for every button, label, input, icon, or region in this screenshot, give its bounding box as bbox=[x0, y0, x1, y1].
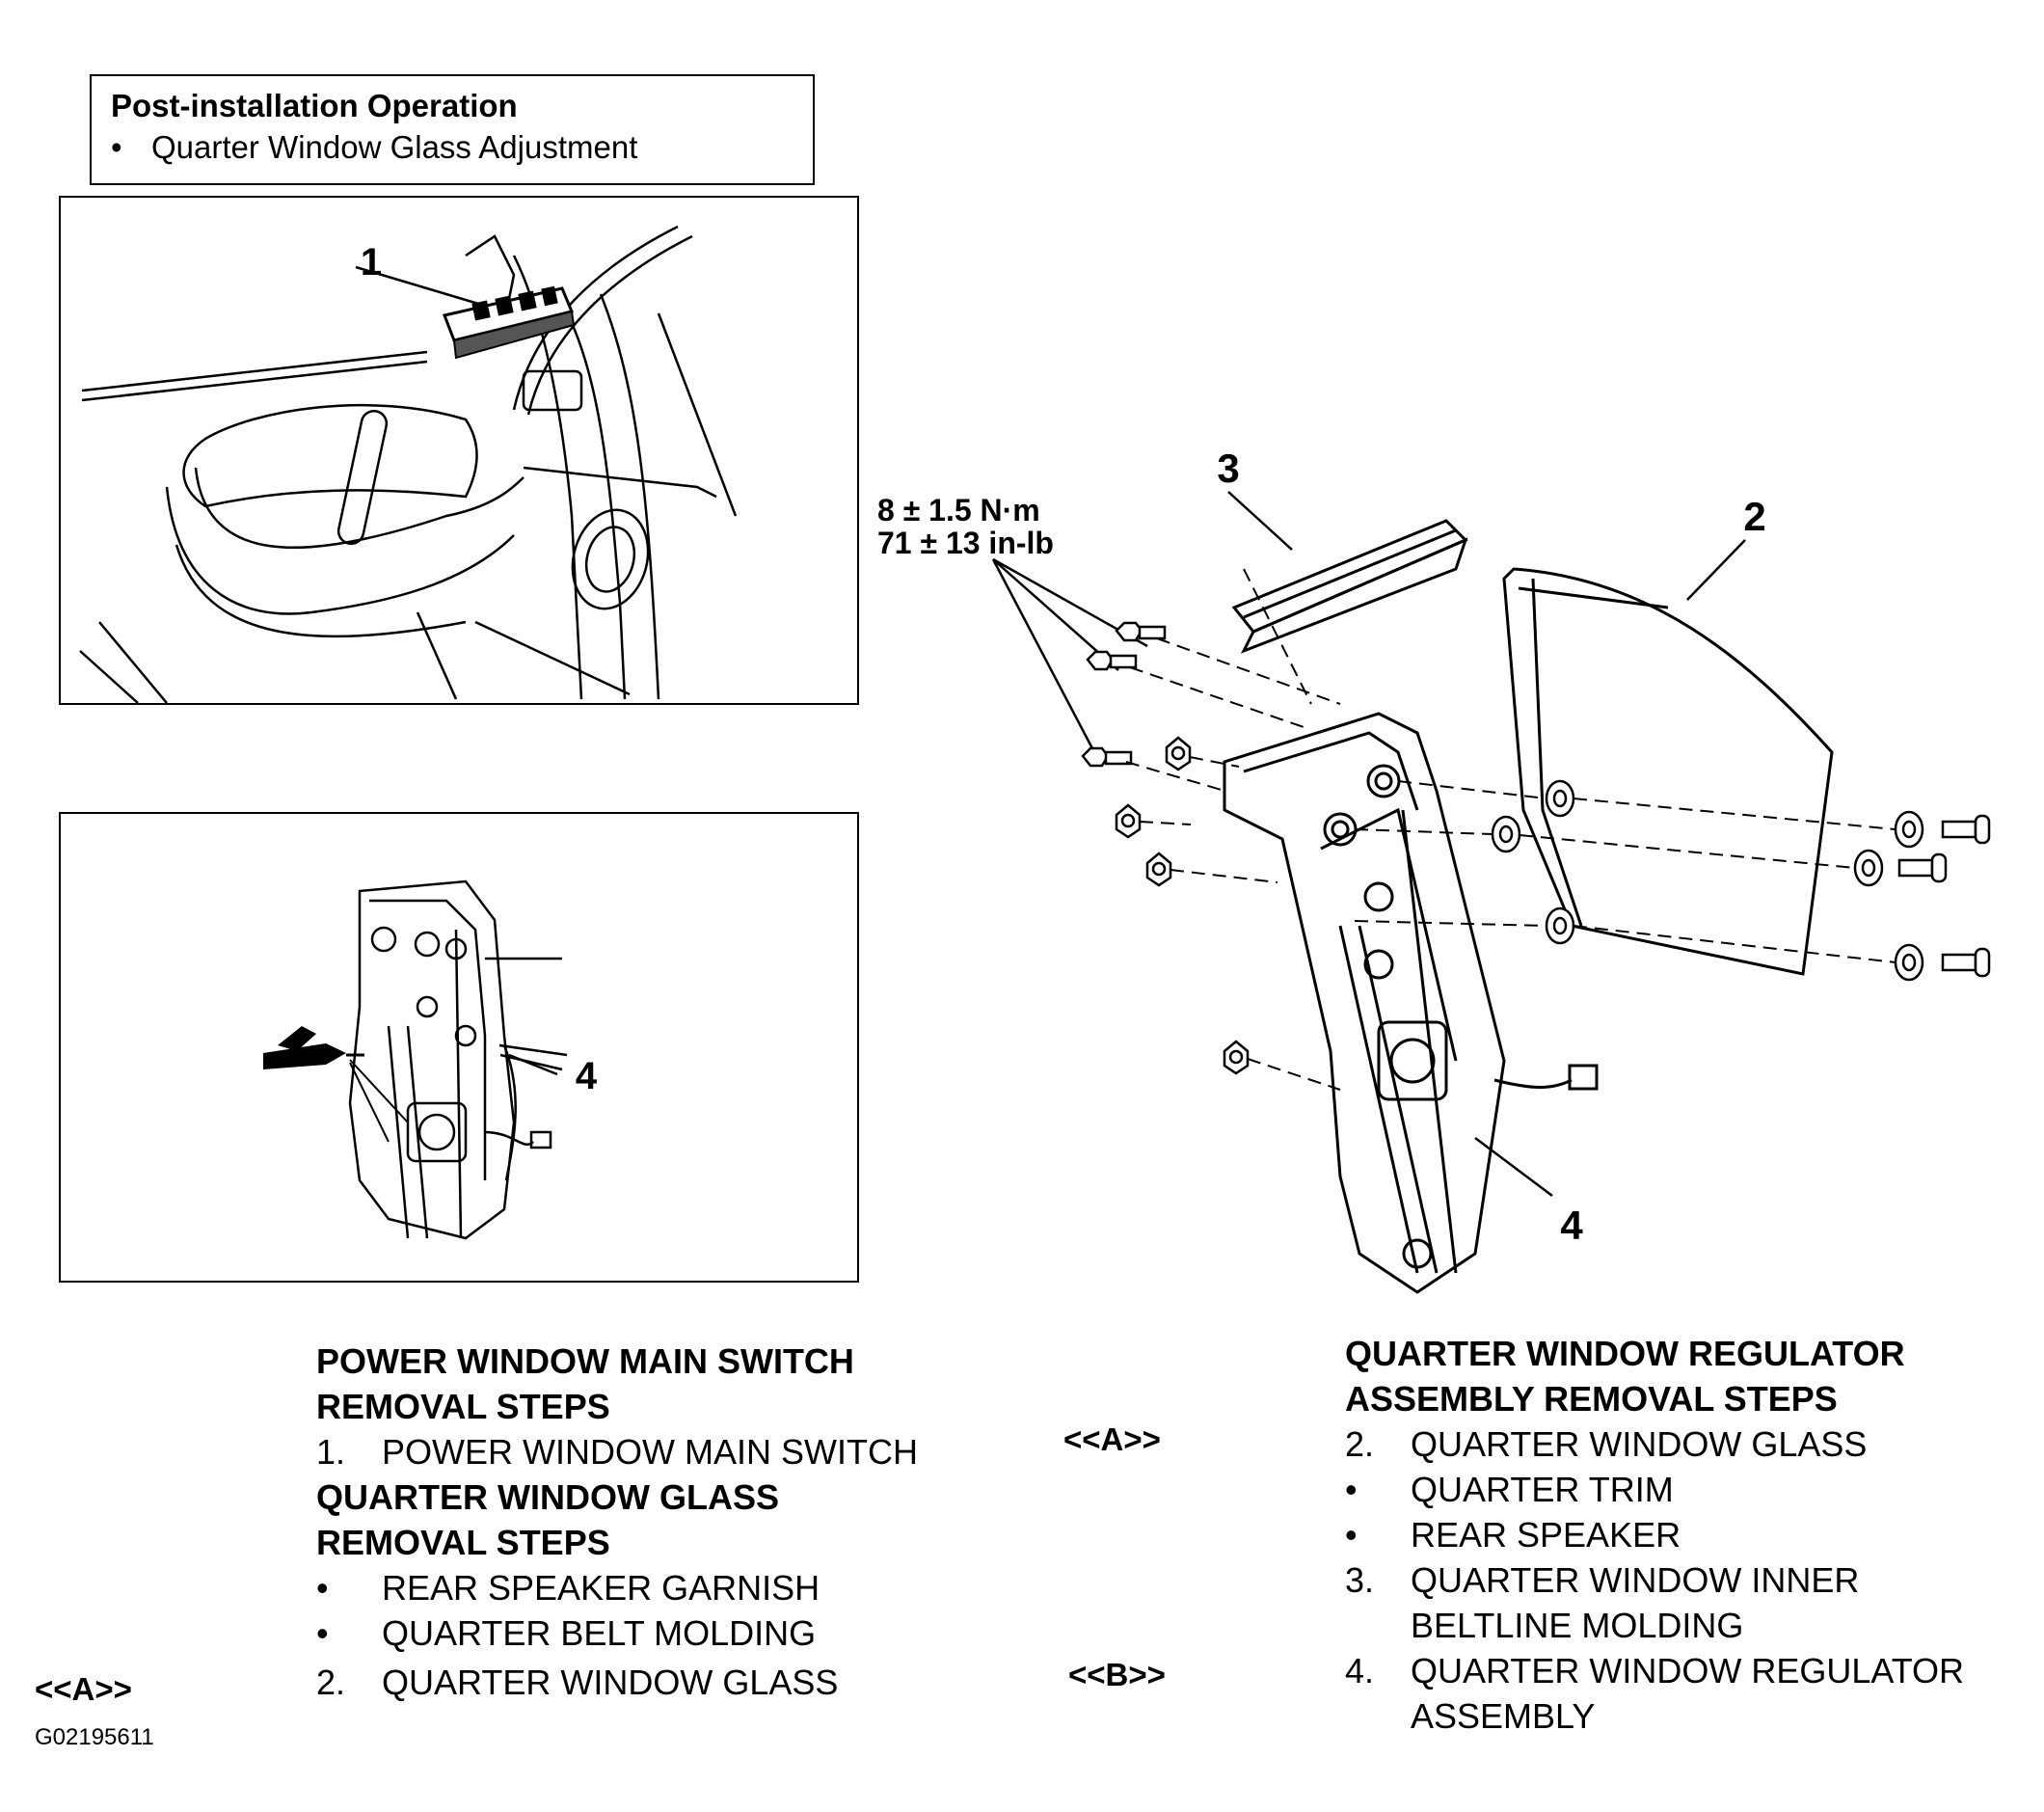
window-regulator-assembly-drawing bbox=[1223, 712, 1599, 1294]
nut bbox=[1145, 852, 1172, 887]
callout-2: 2 bbox=[1743, 494, 1765, 539]
section-title-glass-2: REMOVAL STEPS bbox=[316, 1523, 610, 1562]
nut bbox=[1115, 803, 1142, 839]
assembly-lines bbox=[1125, 568, 1896, 1091]
post-installation-title: Post-installation Operation bbox=[111, 88, 518, 123]
bolt bbox=[1081, 746, 1133, 768]
callout-3: 3 bbox=[1217, 446, 1239, 491]
callout-4-left: 4 bbox=[576, 1055, 598, 1097]
nut bbox=[1223, 1040, 1250, 1075]
post-installation-item: •Quarter Window Glass Adjustment bbox=[111, 129, 638, 165]
ref-a-left: <<A>> bbox=[35, 1671, 132, 1707]
section-title-regulator-2: ASSEMBLY REMOVAL STEPS bbox=[1345, 1379, 1838, 1419]
regulator-grease-illustration: 4 bbox=[263, 879, 598, 1240]
step-inner-beltline-molding-line2: BELTLINE MOLDING bbox=[1411, 1606, 1744, 1645]
nut bbox=[1165, 736, 1192, 771]
step-rear-speaker-garnish: •REAR SPEAKER GARNISH bbox=[316, 1568, 820, 1608]
torque-imperial: 71 ± 13 in-lb bbox=[877, 526, 1054, 560]
bolt bbox=[1086, 650, 1138, 671]
figure-code: G02195611 bbox=[35, 1724, 154, 1750]
left-removal-steps: POWER WINDOW MAIN SWITCH REMOVAL STEPS 1… bbox=[316, 1339, 918, 1705]
bolt bbox=[1897, 852, 1948, 883]
door-trim-illustration: 1 bbox=[79, 225, 738, 704]
power-window-switch-drawing bbox=[442, 285, 576, 360]
section-title-switch-2: REMOVAL STEPS bbox=[316, 1387, 610, 1426]
section-title-glass-1: QUARTER WINDOW GLASS bbox=[316, 1477, 779, 1517]
ref-a-right: <<A>> bbox=[1063, 1421, 1161, 1457]
callout-1: 1 bbox=[361, 241, 382, 284]
step-window-regulator-assembly-line2: ASSEMBLY bbox=[1411, 1696, 1596, 1736]
post-installation-box: Post-installation Operation •Quarter Win… bbox=[90, 74, 815, 185]
right-removal-steps: QUARTER WINDOW REGULATOR ASSEMBLY REMOVA… bbox=[1345, 1331, 1964, 1739]
step-window-regulator-assembly: 4.QUARTER WINDOW REGULATOR bbox=[1345, 1651, 1965, 1690]
leader-line-4-right bbox=[1474, 1137, 1553, 1197]
bolt bbox=[1941, 947, 1991, 978]
grease-tube-icon bbox=[263, 1026, 364, 1069]
leader-line-2 bbox=[1686, 539, 1746, 601]
step-quarter-window-glass: 2.QUARTER WINDOW GLASS bbox=[316, 1663, 839, 1702]
step-quarter-window-glass-r: 2.QUARTER WINDOW GLASS bbox=[1345, 1424, 1868, 1464]
door-trim-panel: 1 bbox=[59, 196, 859, 705]
quarter-window-glass-drawing bbox=[1502, 567, 1834, 976]
bolt bbox=[1115, 621, 1167, 642]
section-title-regulator-1: QUARTER WINDOW REGULATOR bbox=[1345, 1334, 1905, 1373]
exploded-view-diagram: 8 ± 1.5 N·m 71 ± 13 in-lb 3 2 bbox=[877, 446, 1991, 1294]
step-quarter-belt-molding: •QUARTER BELT MOLDING bbox=[316, 1613, 817, 1653]
step-inner-beltline-molding: 3.QUARTER WINDOW INNER bbox=[1345, 1560, 1860, 1600]
leader-line-3 bbox=[1227, 491, 1293, 551]
step-rear-speaker: •REAR SPEAKER bbox=[1345, 1515, 1681, 1555]
regulator-grease-panel: 4 bbox=[59, 812, 859, 1283]
leader-line-1 bbox=[355, 265, 486, 308]
leader-line-4-left bbox=[508, 1053, 558, 1076]
bolt bbox=[1941, 814, 1991, 845]
inner-beltline-molding-drawing bbox=[1231, 519, 1468, 654]
section-title-switch-1: POWER WINDOW MAIN SWITCH bbox=[316, 1341, 854, 1381]
step-quarter-trim: •QUARTER TRIM bbox=[1345, 1470, 1674, 1509]
step-power-window-main-switch: 1.POWER WINDOW MAIN SWITCH bbox=[316, 1432, 918, 1472]
ref-b-right: <<B>> bbox=[1068, 1657, 1166, 1692]
torque-metric: 8 ± 1.5 N·m bbox=[877, 493, 1040, 527]
callout-4-right: 4 bbox=[1560, 1203, 1583, 1248]
bolts-nuts-drawing bbox=[1081, 621, 1991, 1075]
